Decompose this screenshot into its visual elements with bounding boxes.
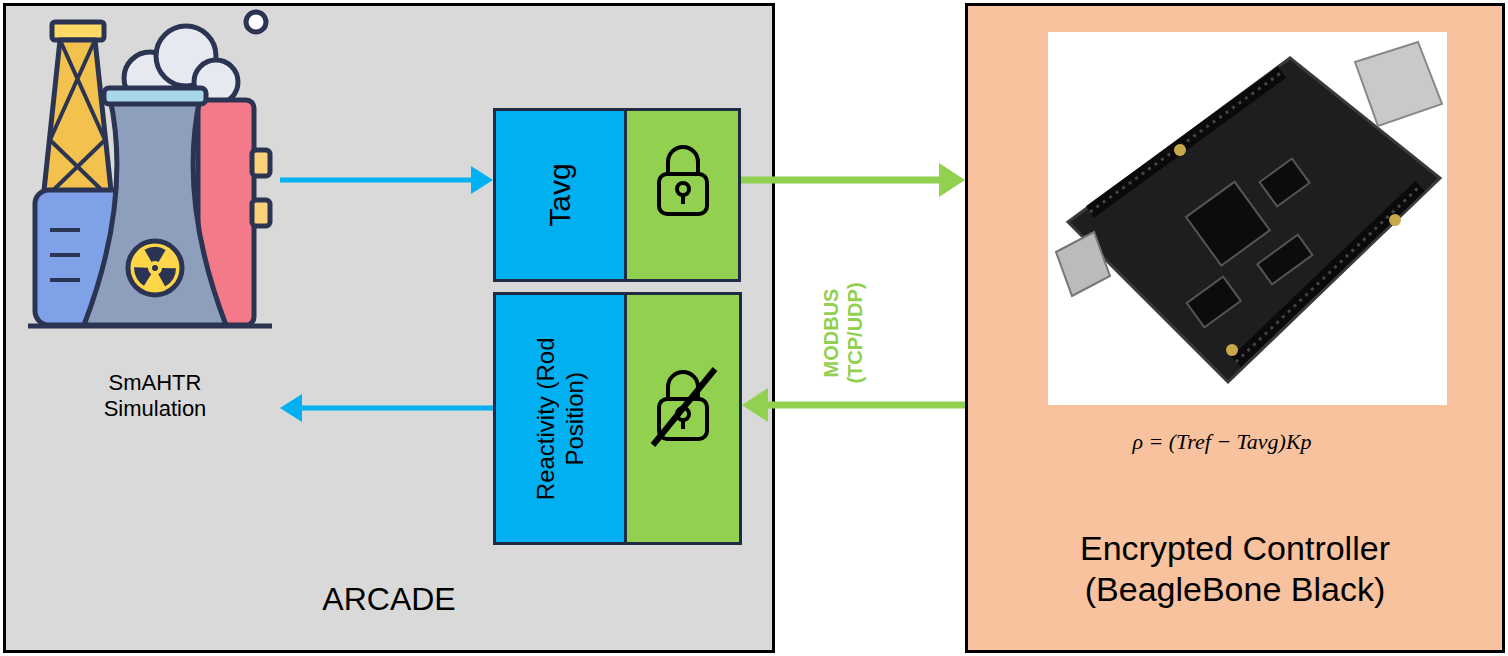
arrow-head [939, 163, 965, 197]
reactor-icon [28, 12, 272, 326]
signal-arrow [742, 388, 965, 422]
simulation-node: SmAHTR Simulation [30, 8, 280, 438]
panel-title: ARCADE [6, 580, 772, 618]
beaglebone-photo [1048, 32, 1447, 405]
arrow-head [742, 388, 768, 422]
signal-box: Tavg [493, 108, 741, 282]
protocol-label: MODBUS (TCP/UDP) [819, 263, 867, 403]
lock-icon [659, 147, 707, 214]
signal-arrow [741, 163, 965, 197]
arrow-line [767, 402, 965, 409]
arrow-line [741, 177, 940, 184]
system-panel: Encrypted Controller (BeagleBone Black) [965, 3, 1505, 653]
system-panel: ARCADE SmAHTR Simulation TavgReactivity (R… [3, 3, 775, 653]
signal-box: Reactivity (Rod Position) [493, 292, 742, 545]
broken-lock-icon [653, 369, 715, 445]
arrow-line [280, 178, 472, 183]
signal-arrow [280, 394, 493, 422]
arrow-head [471, 166, 493, 194]
simulation-name: SmAHTR Simulation [75, 370, 235, 423]
signal-name: Tavg [542, 118, 578, 272]
signal-name: Reactivity (Rod Position) [531, 302, 589, 535]
panel-title: Encrypted Controller (BeagleBone Black) [1015, 528, 1455, 610]
arrow-line [301, 406, 493, 411]
signal-arrow [280, 166, 493, 194]
arrow-head [280, 394, 302, 422]
control-law: ρ = (Tref − Tavg)Kp [1022, 429, 1422, 455]
